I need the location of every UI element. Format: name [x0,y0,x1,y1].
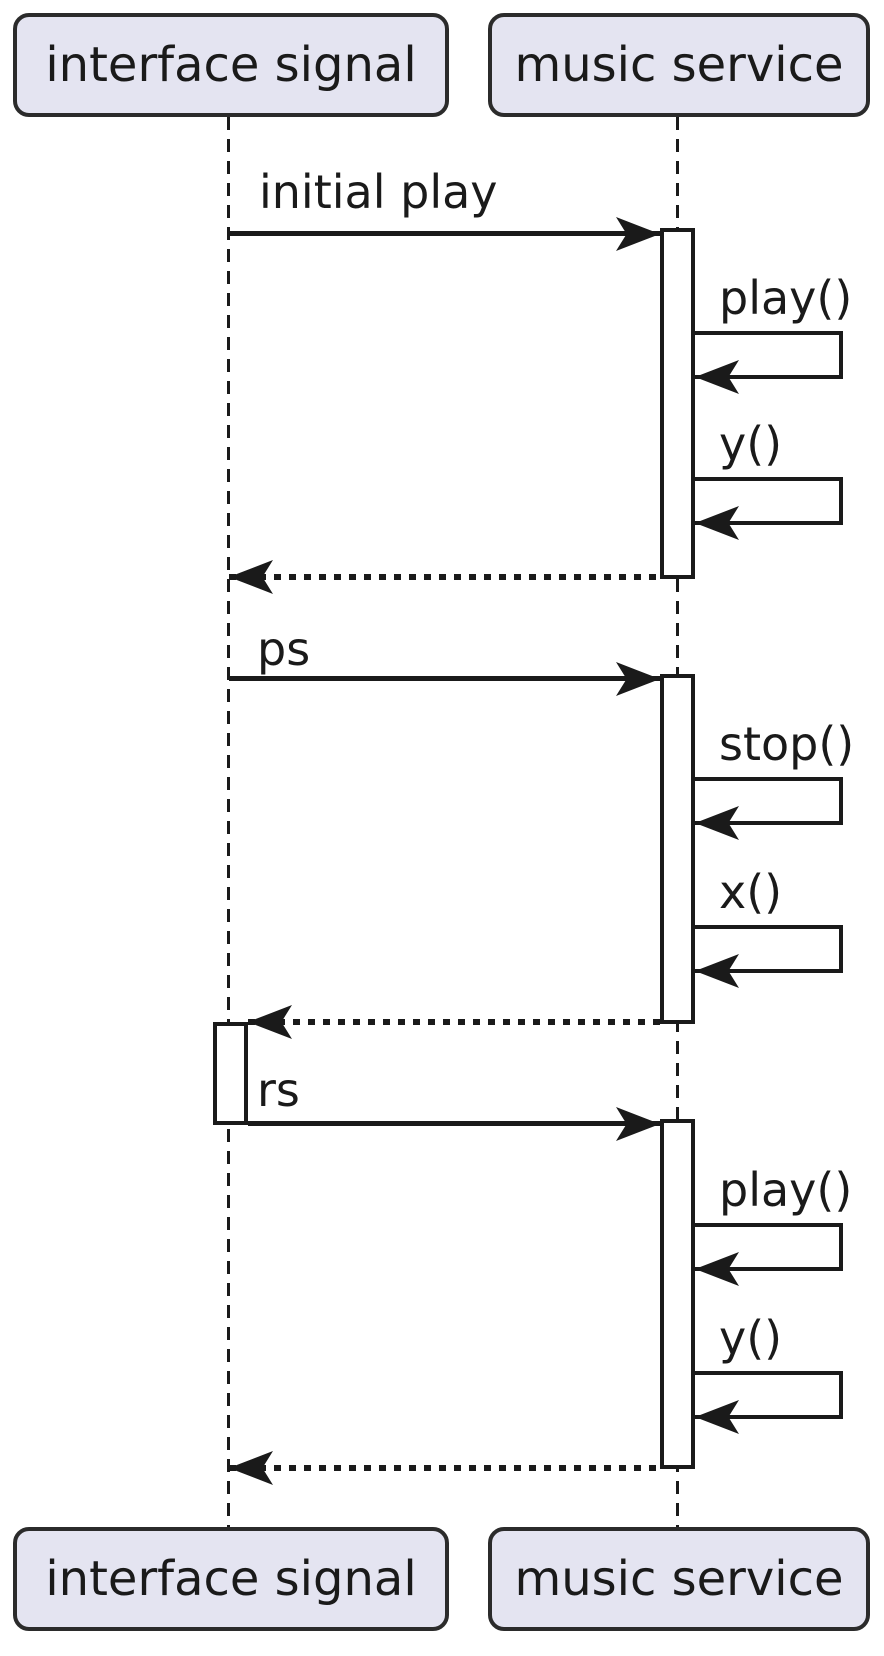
return-line-3 [229,1465,660,1471]
activation-interface-signal [213,1022,248,1125]
activation-music-service-1 [660,228,695,579]
message-line-initial-play [229,231,660,236]
message-label-ps: ps [257,622,311,676]
activation-music-service-3 [660,1119,695,1469]
lifeline-interface-signal [227,117,230,1527]
message-label-initial-play: initial play [259,165,498,219]
participant-music-service-top: music service [488,13,870,117]
message-line-ps [229,676,660,681]
self-call-loop-y-2 [695,1371,843,1419]
self-call-label-stop: stop() [719,717,855,771]
self-call-label-y-1: y() [719,417,783,471]
self-call-loop-x [695,925,843,973]
participant-interface-signal-bottom: interface signal [13,1527,449,1631]
return-line-2 [248,1019,660,1025]
self-call-loop-play-1 [695,331,843,379]
self-call-loop-play-2 [695,1223,843,1271]
self-call-label-play-1: play() [719,271,853,325]
activation-music-service-2 [660,674,695,1024]
message-line-rs [248,1121,660,1126]
return-line-1 [229,574,660,580]
participant-music-service-bottom: music service [488,1527,870,1631]
self-call-loop-y-1 [695,477,843,525]
message-label-rs: rs [257,1063,300,1117]
participant-interface-signal-top: interface signal [13,13,449,117]
self-call-label-y-2: y() [719,1311,783,1365]
self-call-label-play-2: play() [719,1163,853,1217]
self-call-label-x: x() [719,865,783,919]
self-call-loop-stop [695,777,843,825]
